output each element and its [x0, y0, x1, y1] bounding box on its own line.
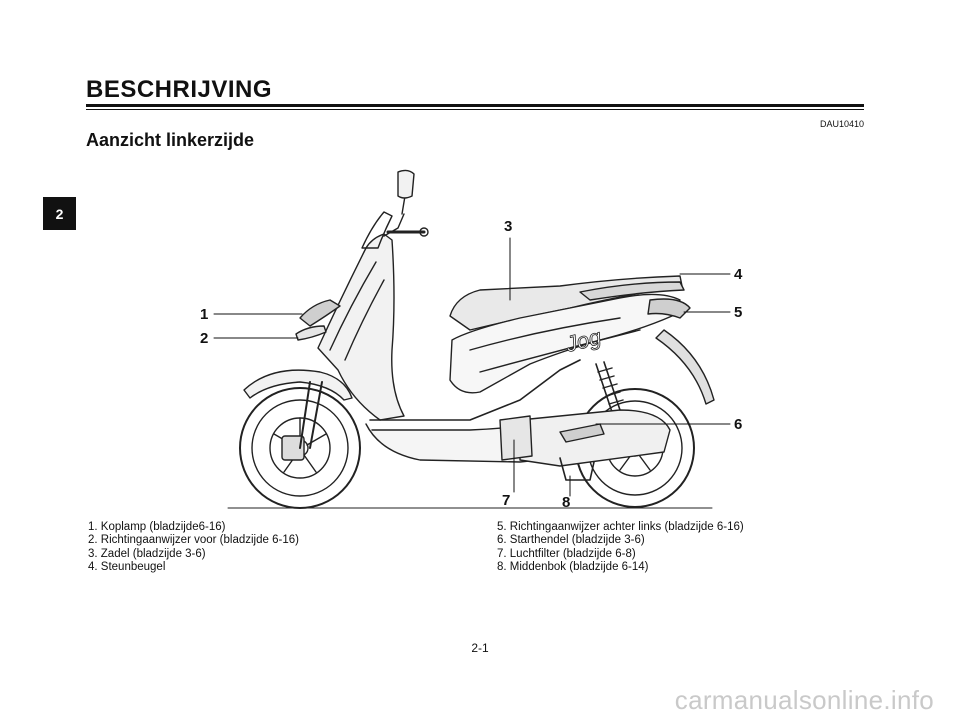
document-code: DAU10410 — [819, 119, 864, 129]
legend-item: 7. Luchtfilter (bladzijde 6-8) — [497, 547, 636, 560]
front-wheel — [239, 387, 361, 509]
rear-mudguard — [655, 329, 715, 405]
rear-body — [449, 293, 681, 394]
callout-7: 7 — [502, 492, 510, 509]
subsection-title: Aanzicht linkerzijde — [86, 130, 255, 150]
chapter-tab: 2 — [43, 197, 76, 230]
legend-item: 6. Starthendel (bladzijde 3-6) — [497, 534, 645, 547]
legend-item: 2. Richtingaanwijzer voor (bladzijde 6-1… — [88, 534, 299, 547]
legend-item: 4. Steunbeugel — [88, 560, 166, 573]
legend-column-right: 5. Richtingaanwijzer achter links (bladz… — [497, 521, 744, 574]
legend-item: 3. Zadel (bladzijde 3-6) — [88, 547, 206, 560]
front-fender — [243, 369, 353, 401]
legend-item: 1. Koplamp (bladzijde6-16) — [88, 521, 226, 533]
watermark: carmanualsonline.info — [674, 685, 934, 715]
mirror-stem — [401, 195, 406, 215]
windscreen — [361, 211, 393, 249]
section-title: BESCHRIJVING — [86, 76, 273, 103]
legend-item: 8. Middenbok (bladzijde 6-14) — [497, 560, 649, 573]
callout-1: 1 — [200, 306, 208, 323]
callout-8: 8 — [562, 494, 570, 511]
front-fork — [299, 381, 323, 449]
callout-5: 5 — [734, 304, 742, 321]
front-apron — [317, 233, 405, 421]
title-rule-thin — [86, 109, 864, 110]
legend-column-left: 1. Koplamp (bladzijde6-16) 2. Richtingaa… — [88, 521, 299, 574]
floorboard — [369, 359, 581, 421]
kick-start-lever — [559, 423, 605, 443]
callout-2: 2 — [200, 330, 208, 347]
callout-6: 6 — [734, 416, 742, 433]
mirror — [397, 169, 415, 199]
engine-case — [519, 409, 671, 467]
title-rule-thick — [86, 104, 864, 107]
callout-4: 4 — [734, 266, 743, 283]
legend-item: 5. Richtingaanwijzer achter links (bladz… — [497, 521, 744, 533]
callout-3: 3 — [504, 218, 512, 235]
page-number: 2-1 — [471, 641, 489, 655]
centre-stand — [559, 457, 595, 481]
headlight — [299, 299, 341, 327]
grab-rail — [579, 281, 685, 301]
front-indicator — [295, 325, 327, 341]
rear-indicator — [647, 298, 691, 319]
air-filter — [499, 415, 533, 461]
